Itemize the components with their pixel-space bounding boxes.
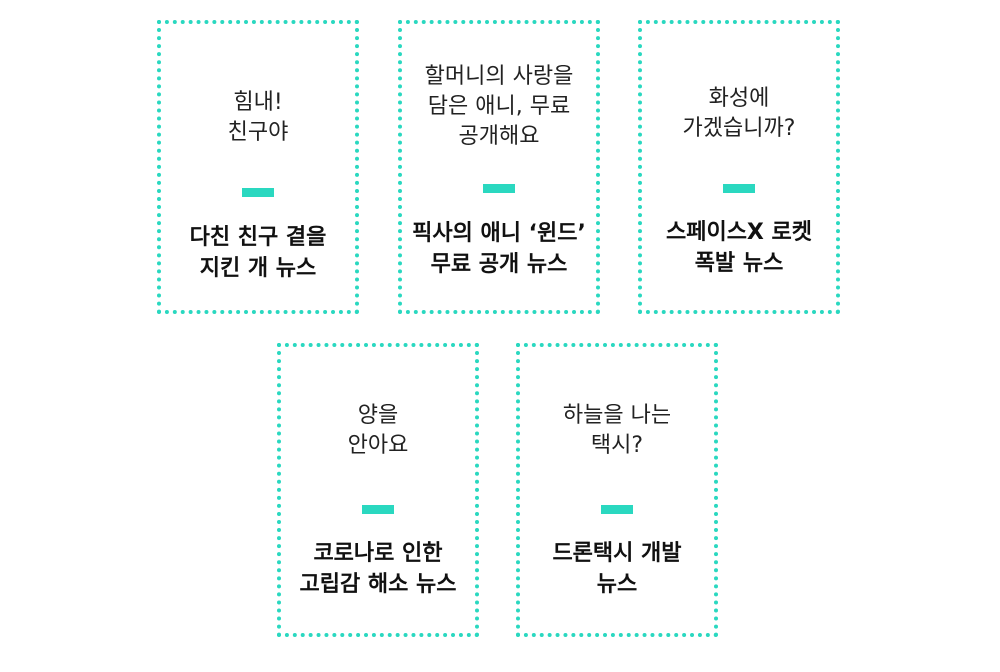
card-title: 드론택시 개발 뉴스 (552, 541, 682, 597)
news-card-3[interactable]: 화성에 가겠습니까? 스페이스X 로켓 폭발 뉴스 (638, 20, 840, 314)
card-quote: 양을 안아요 (347, 403, 409, 458)
accent-bar (362, 505, 394, 514)
accent-bar (601, 505, 633, 514)
card-quote: 할머니의 사랑을 담은 애니, 무료 공개해요 (424, 64, 574, 149)
accent-bar (723, 184, 755, 193)
card-quote: 화성에 가겠습니까? (682, 86, 796, 141)
news-card-1[interactable]: 힘내! 친구야 다친 친구 곁을 지킨 개 뉴스 (157, 20, 359, 314)
accent-bar (483, 184, 515, 193)
news-card-5[interactable]: 하늘을 나는 택시? 드론택시 개발 뉴스 (516, 343, 718, 637)
card-quote: 힘내! 친구야 (227, 90, 289, 145)
news-card-4[interactable]: 양을 안아요 코로나로 인한 고립감 해소 뉴스 (277, 343, 479, 637)
accent-bar (242, 188, 274, 197)
card-title: 스페이스X 로켓 폭발 뉴스 (665, 220, 813, 276)
card-title: 코로나로 인한 고립감 해소 뉴스 (299, 541, 457, 597)
card-title: 픽사의 애니 ‘윈드’ 무료 공개 뉴스 (412, 221, 586, 277)
card-quote: 하늘을 나는 택시? (562, 403, 672, 458)
news-card-2[interactable]: 할머니의 사랑을 담은 애니, 무료 공개해요 픽사의 애니 ‘윈드’ 무료 공… (398, 20, 600, 314)
card-title: 다친 친구 곁을 지킨 개 뉴스 (189, 225, 327, 281)
